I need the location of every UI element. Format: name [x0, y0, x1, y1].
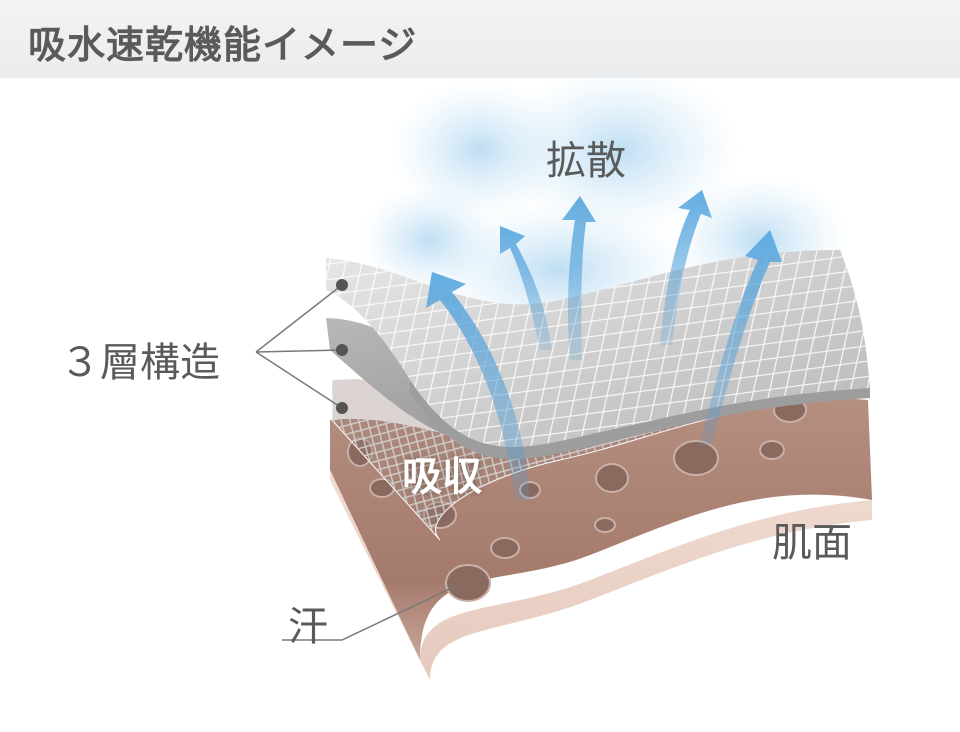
layer-markers: [336, 279, 348, 414]
title-bar: 吸水速乾機能イメージ: [0, 0, 960, 78]
absorption-label: 吸収: [402, 454, 482, 500]
layer-leader-lines: [255, 284, 343, 409]
page-title: 吸水速乾機能イメージ: [28, 23, 418, 67]
sweat-droplets: [347, 397, 807, 602]
diffusion-label: 拡散: [546, 138, 626, 184]
three-layer-label: ３層構造: [60, 340, 220, 386]
sweat-leader-line: [282, 584, 459, 641]
moisture-arrows: [426, 190, 782, 500]
sweat-label: 汗: [288, 604, 328, 650]
vapor-mist: [360, 65, 850, 340]
skin-label: 肌面: [772, 520, 852, 566]
